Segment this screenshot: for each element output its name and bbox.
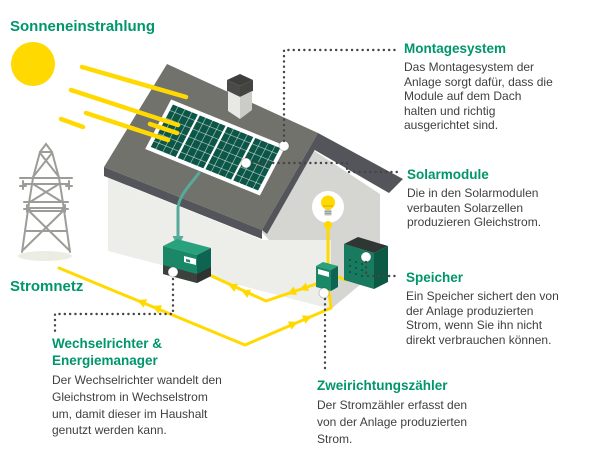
annotation-title: Solarmodule: [407, 167, 489, 182]
house-front-wall: [108, 178, 331, 309]
battery-vents: [349, 259, 363, 277]
energy-meter-device: [316, 262, 338, 291]
annotation-text-line: Gleichstrom in Wechselstrom: [52, 389, 208, 404]
annotation-title: Speicher: [406, 270, 464, 285]
annotation-text-line: genutzt werden kann.: [52, 423, 167, 438]
annotation-text-line: Module auf dem Dach: [404, 89, 522, 104]
annotation-text-line: Der Stromzähler erfasst den: [317, 398, 468, 412]
dc-cable: [176, 171, 201, 239]
wiring: [57, 224, 348, 347]
annotation-text-line: von der Anlage produzierten: [317, 414, 468, 429]
annotation-text-line: Ein Speicher sichert den von: [406, 289, 559, 303]
annotation-solarmodule: Solarmodule Die in den Solarmodulen verb…: [407, 166, 592, 230]
annotation-title: Zweirichtungszähler: [317, 378, 448, 393]
annotation-text-line: halten und richtig: [404, 103, 496, 118]
annotation-title: Montagesystem: [404, 41, 507, 56]
wire-arrows: [137, 282, 312, 330]
tower-shadow: [18, 251, 72, 261]
annotation-wechselrichter: Wechselrichter & Energiemanager Der Wech…: [52, 335, 262, 439]
leader-solarmodule: [250, 161, 403, 174]
annotation-text-line: Anlage sorgt dafür, dass die: [404, 74, 553, 89]
meter-display: [318, 269, 329, 277]
leader-montagesystem: [282, 48, 398, 143]
label-stromnetz: Stromnetz: [10, 278, 84, 295]
leader-speicher: [364, 260, 401, 278]
annotation-title: Wechselrichter & Energiemanager: [52, 336, 163, 368]
leader-lines: [53, 48, 403, 373]
annotation-text-line: produzieren Gleichstrom.: [407, 215, 542, 230]
annotation-text-line: Die in den Solarmodulen: [407, 186, 539, 200]
annotation-zweirichtungszaehler: Zweirichtungszähler Der Stromzähler erfa…: [317, 377, 502, 447]
label-sonneneinstrahlung: Sonneneinstrahlung: [10, 18, 156, 35]
grid-wire: [57, 266, 333, 347]
annotation-text-line: Strom.: [317, 431, 353, 446]
annotation-speicher: Speicher Ein Speicher sichert den von de…: [406, 269, 598, 347]
annotation-text-line: um, damit dieser im Haushalt: [52, 406, 208, 421]
annotation-text-line: Strom, wenn Sie ihn nicht: [406, 318, 543, 333]
annotation-text-line: ausgerichtet sind.: [404, 118, 499, 133]
connector-dots: [167, 140, 372, 299]
sun-rays: [58, 64, 189, 143]
annotation-text-line: Der Wechselrichter wandelt den: [52, 373, 222, 387]
solar-panel: [148, 102, 283, 193]
annotation-montagesystem: Montagesystem Das Montagesystem der Anla…: [404, 40, 596, 133]
roof-right-plane: [313, 133, 403, 193]
sun-icon: [11, 42, 55, 86]
chimney: [227, 74, 253, 119]
roof-fascia: [104, 167, 262, 239]
annotation-text-line: verbauten Solarzellen: [407, 200, 524, 215]
roof-gable-edge: [262, 133, 322, 234]
meter-down-wire: [327, 289, 333, 310]
power-tower-icon: [19, 142, 73, 253]
annotation-text-line: direkt verbrauchen können.: [406, 332, 552, 347]
annotation-text-line: Das Montagesystem der: [404, 60, 535, 74]
lightbulb-icon: [312, 191, 344, 229]
annotation-text-line: der Anlage produzierten: [406, 303, 534, 318]
